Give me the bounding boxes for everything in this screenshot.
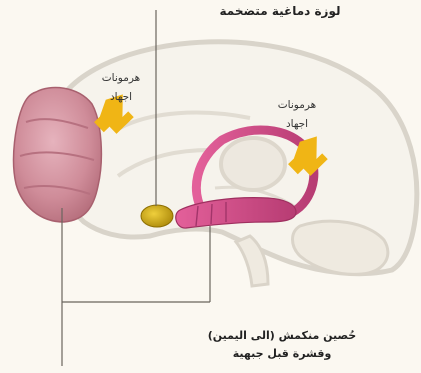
stress-hormones-label-right: هرمونات اجهاد — [262, 96, 332, 134]
amygdala-label: لوزة دماغية متضخمة — [170, 4, 390, 18]
stress-hormones-label-left: هرمونات اجهاد — [86, 69, 156, 107]
thalamus — [221, 138, 285, 190]
stress-hormones-line1: هرمونات — [262, 96, 332, 115]
stress-hormones-line2: اجهاد — [262, 115, 332, 134]
stress-hormones-line2: اجهاد — [86, 88, 156, 107]
hippocampus-prefrontal-label: حُصين منكمش (الى اليمين) وقشرة قبل جبهية — [192, 327, 372, 363]
prefrontal-caption: وقشرة قبل جبهية — [192, 345, 372, 363]
amygdala — [141, 205, 173, 227]
hippocampus-caption: حُصين منكمش (الى اليمين) — [192, 327, 372, 345]
stress-hormones-line1: هرمونات — [86, 69, 156, 88]
